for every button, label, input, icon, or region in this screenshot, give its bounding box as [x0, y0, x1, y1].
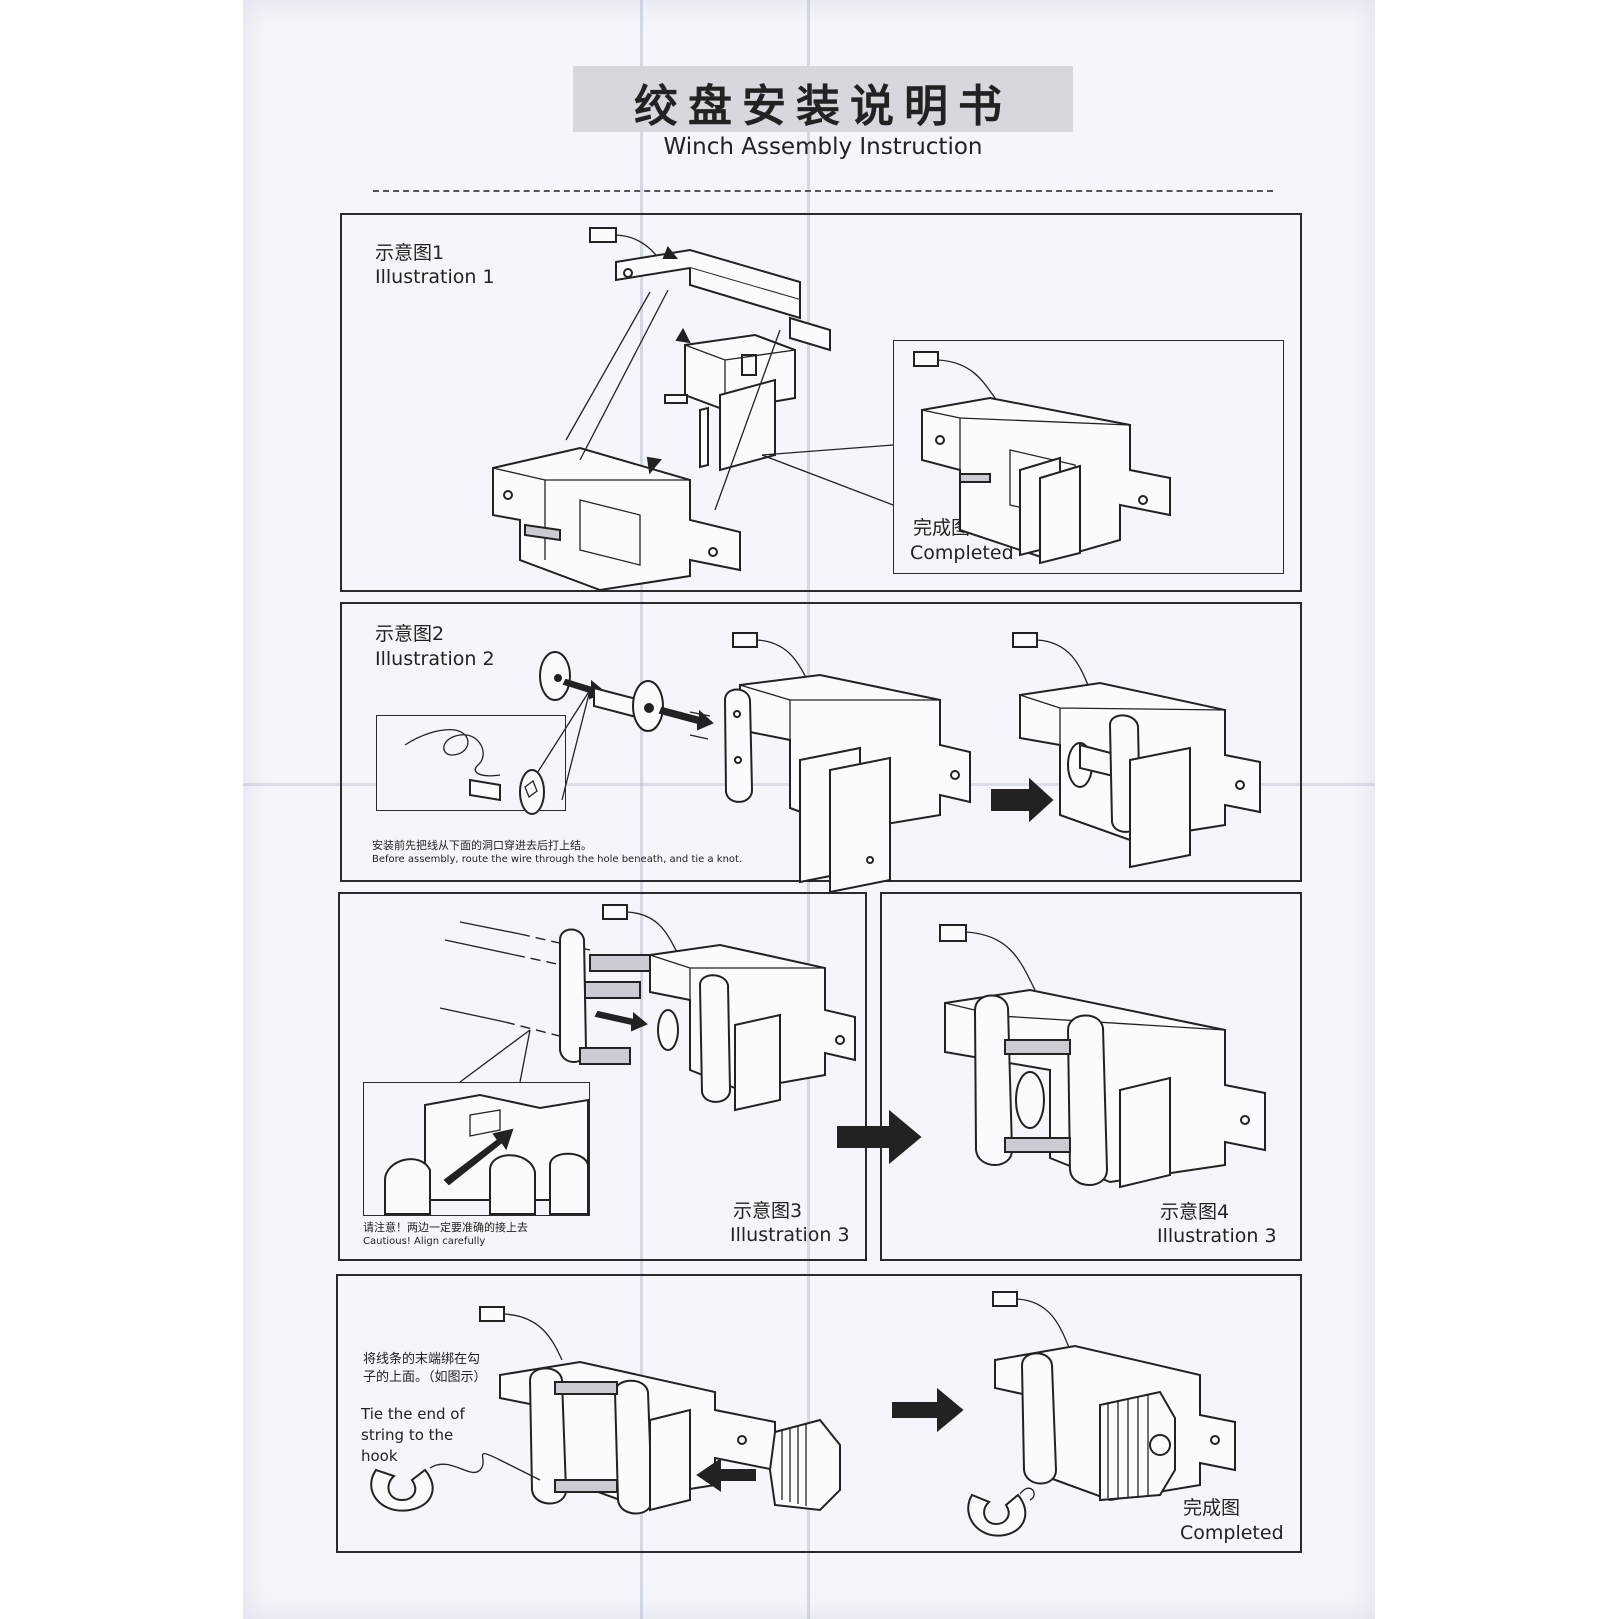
page-title: Winch Assembly Instruction	[663, 134, 983, 160]
completed-1-label: Completed	[910, 542, 1014, 564]
completed-2-label-cn: 完成图	[1183, 1497, 1241, 1519]
pin	[554, 1381, 618, 1395]
side-plate	[559, 928, 588, 1063]
dashed-divider	[373, 190, 1273, 192]
side-plate	[719, 378, 776, 472]
illustration-1-label: Illustration 1	[375, 266, 495, 288]
pin	[589, 954, 651, 972]
page-title-chinese: 绞盘安装说明书	[634, 81, 1012, 132]
wire-connector-icon	[939, 924, 967, 942]
pin	[579, 1047, 631, 1065]
gear-mounting-diagram	[370, 1306, 841, 1515]
side-plate	[829, 756, 891, 894]
panel-illustration-1	[340, 213, 1302, 592]
wire-icon	[503, 1313, 563, 1361]
side-plate-pins-diagram	[439, 904, 856, 1112]
next-step-arrow-icon	[892, 1387, 964, 1433]
illustration-4-label-cn: 示意图4	[1160, 1201, 1230, 1223]
bracket-part	[689, 268, 801, 320]
spool-assembly-diagram	[404, 632, 971, 894]
illustration-3-label: Illustration 3	[730, 1224, 850, 1246]
side-plate	[1039, 464, 1081, 565]
wire-connector-icon	[992, 1291, 1018, 1307]
title-band	[573, 66, 1073, 132]
side-plate	[698, 974, 732, 1103]
hook-note-cn: 将线条的末端绑在勾子的上面。（如图示）	[363, 1352, 487, 1385]
completed-1-label-cn: 完成图	[913, 517, 971, 539]
bracket-tab	[789, 316, 831, 352]
wire-connector-icon	[1012, 632, 1038, 648]
side-plate	[1020, 1352, 1058, 1485]
hook-note: Tie the end of string to the hook	[361, 1405, 465, 1465]
pin	[554, 1479, 618, 1493]
wire-icon	[965, 931, 1036, 991]
completed-frame-diagram	[913, 351, 1171, 565]
illustration-3-note: Cautious! Align carefully	[363, 1236, 486, 1247]
completed-2-label: Completed	[1180, 1522, 1284, 1544]
wire-icon	[1036, 639, 1091, 691]
illustration-2-note: Before assembly, route the wire through …	[372, 854, 743, 865]
base-housing	[492, 446, 741, 592]
pins-installed-diagram	[939, 924, 1266, 1189]
side-plate	[384, 1158, 431, 1215]
panel-final-assembly	[336, 1274, 1302, 1553]
shaft	[664, 394, 688, 404]
wire-connector-icon	[732, 632, 758, 648]
side-plate	[489, 1154, 536, 1215]
wire-connector-icon	[602, 904, 628, 920]
illustration-1-label-cn: 示意图1	[375, 242, 445, 264]
insert-arrow-icon	[696, 1458, 756, 1492]
pin	[1004, 1137, 1071, 1153]
hook-icon	[967, 1493, 1027, 1537]
hook-icon	[370, 1468, 434, 1512]
wire-knot-icon	[404, 729, 501, 777]
align-arrow-icon	[443, 1128, 514, 1186]
spool-drum	[469, 778, 501, 802]
hook-note-box	[356, 1402, 484, 1448]
illustration-2-label: Illustration 2	[375, 648, 495, 670]
next-step-arrow-icon	[837, 1109, 922, 1165]
winch-completed-diagram	[967, 1291, 1236, 1537]
illustration-2-label-cn: 示意图2	[375, 623, 445, 645]
spool-installed-diagram	[1012, 632, 1261, 869]
panel-illustration-3	[338, 892, 867, 1261]
illustration-4-label: Illustration 3	[1157, 1225, 1277, 1247]
side-plate	[1066, 1014, 1109, 1186]
side-plate	[699, 406, 709, 469]
side-plate	[649, 1408, 691, 1512]
wire-icon	[1016, 1298, 1071, 1351]
side-plate	[1119, 1076, 1171, 1189]
next-step-arrow-icon	[991, 777, 1054, 823]
paper-fold	[640, 0, 643, 1619]
spool-flange	[519, 769, 545, 815]
illustration-3-note-cn: 请注意！两边一定要准确的接上去	[363, 1221, 528, 1234]
side-plate	[613, 1379, 654, 1515]
illustration-3-label-cn: 示意图3	[733, 1200, 803, 1222]
wire-connector-icon	[589, 227, 617, 243]
panel-illustration-2	[340, 602, 1302, 882]
pin	[584, 981, 641, 999]
panel-illustration-4	[880, 892, 1302, 1261]
illustration-2-note-cn: 安装前先把线从下面的洞口穿进去后打上结。	[372, 839, 592, 852]
side-plate	[1129, 746, 1191, 869]
side-plate	[734, 1013, 781, 1112]
gear-icon	[768, 1418, 841, 1512]
wire-connector-icon	[913, 351, 939, 367]
align-detail-diagram	[384, 1093, 589, 1215]
side-plate	[549, 1152, 589, 1215]
pin	[1004, 1039, 1071, 1055]
wire-connector-icon	[479, 1306, 505, 1322]
side-plate	[723, 688, 754, 803]
exploded-frame-diagram	[492, 227, 894, 592]
